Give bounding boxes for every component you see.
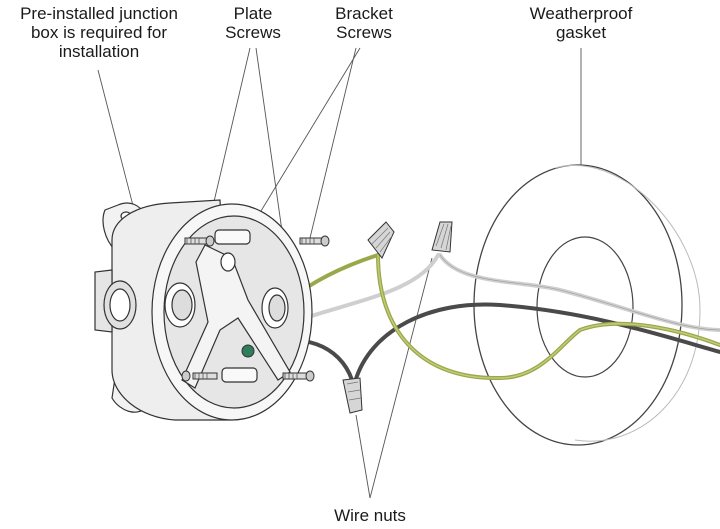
label-junction-box: Pre-installed junction box is required f… — [6, 4, 192, 61]
wire-nuts — [342, 221, 453, 414]
label-junction-box-line2: box is required for — [30, 23, 168, 42]
mounting-bracket — [181, 244, 291, 389]
label-junction-box-line1: Pre-installed junction — [20, 4, 178, 23]
label-plate-screws-line2: Screws — [225, 23, 281, 42]
wire-nut-icon — [342, 377, 363, 414]
leader-lines — [97, 47, 582, 499]
white-wire-out-edge — [439, 254, 720, 331]
leader-bracket-screw-upper — [309, 47, 357, 239]
white-wire — [303, 253, 440, 320]
leader-junction-box — [97, 69, 139, 226]
label-bracket-screws: Bracket Screws — [322, 4, 406, 42]
screw-icon — [282, 370, 315, 382]
screw-icon — [299, 235, 330, 247]
label-plate-screws-line1: Plate — [233, 4, 273, 23]
label-plate-screws: Plate Screws — [213, 4, 293, 42]
screws — [181, 235, 330, 382]
screw-icon — [181, 370, 218, 382]
label-bracket-screws-line1: Bracket — [335, 4, 393, 23]
label-gasket-line1: Weatherproof — [529, 4, 633, 23]
wire-nut-icon — [431, 221, 453, 253]
screw-icon — [184, 235, 215, 247]
junction-box — [94, 199, 313, 421]
label-wire-nuts: Wire nuts — [322, 506, 418, 525]
leader-wire-nut-right — [369, 257, 433, 499]
label-bracket-screws-line2: Screws — [336, 23, 392, 42]
leader-wire-nut-left — [355, 414, 371, 499]
label-junction-box-line3: installation — [58, 42, 140, 61]
label-wire-nuts-text: Wire nuts — [334, 506, 406, 525]
ground-wire-highlight — [377, 254, 720, 379]
black-wire-out — [353, 302, 720, 384]
gasket — [473, 164, 701, 446]
wire-nut-icon — [367, 221, 395, 259]
label-gasket-line2: gasket — [555, 23, 607, 42]
ground-screw-icon — [241, 344, 255, 358]
leader-plate-screw-bottom — [255, 47, 284, 239]
label-gasket: Weatherproof gasket — [520, 4, 642, 42]
